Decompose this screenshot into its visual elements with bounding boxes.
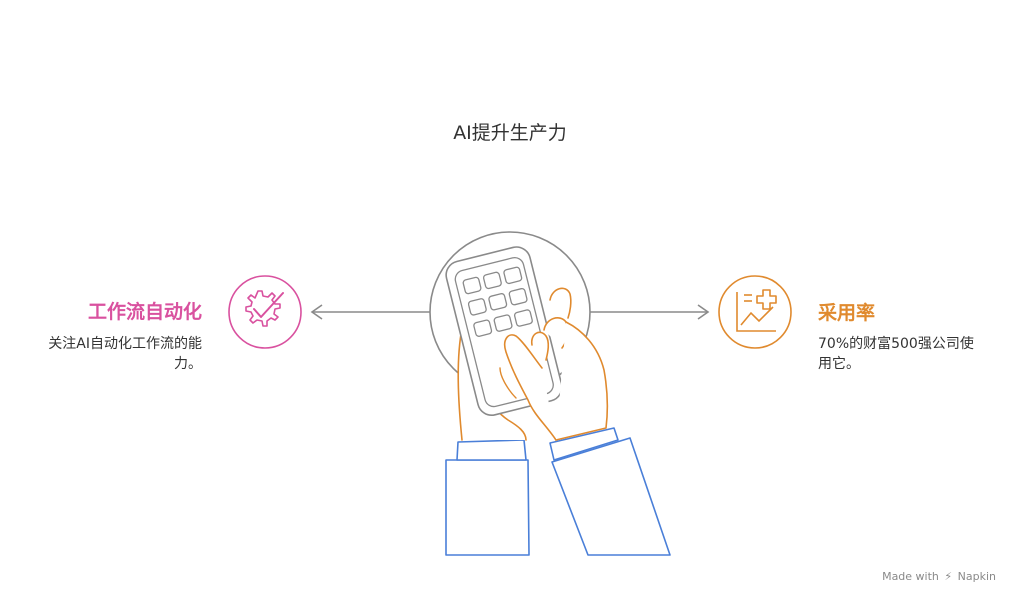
arrow-right <box>590 304 710 320</box>
adoption-rate-description: 70%的财富500强公司使用它。 <box>818 336 974 372</box>
hands-calculator-icon <box>429 231 671 556</box>
workflow-automation-heading: 工作流自动化 <box>87 301 202 323</box>
workflow-automation-description: 关注AI自动化工作流的能力。 <box>48 336 202 372</box>
napkin-watermark[interactable]: Made with ⚡ Napkin <box>882 570 996 583</box>
chart-plus-icon <box>718 275 792 349</box>
gear-checkmark-icon <box>228 275 302 349</box>
adoption-rate-heading: 采用率 <box>818 302 876 324</box>
diagram-title: AI提升生产力 <box>453 122 567 144</box>
arrow-left <box>310 304 430 320</box>
napkin-brand: Napkin <box>957 570 996 583</box>
napkin-logo-icon: ⚡ <box>944 570 953 583</box>
made-with-label: Made with <box>882 570 939 583</box>
